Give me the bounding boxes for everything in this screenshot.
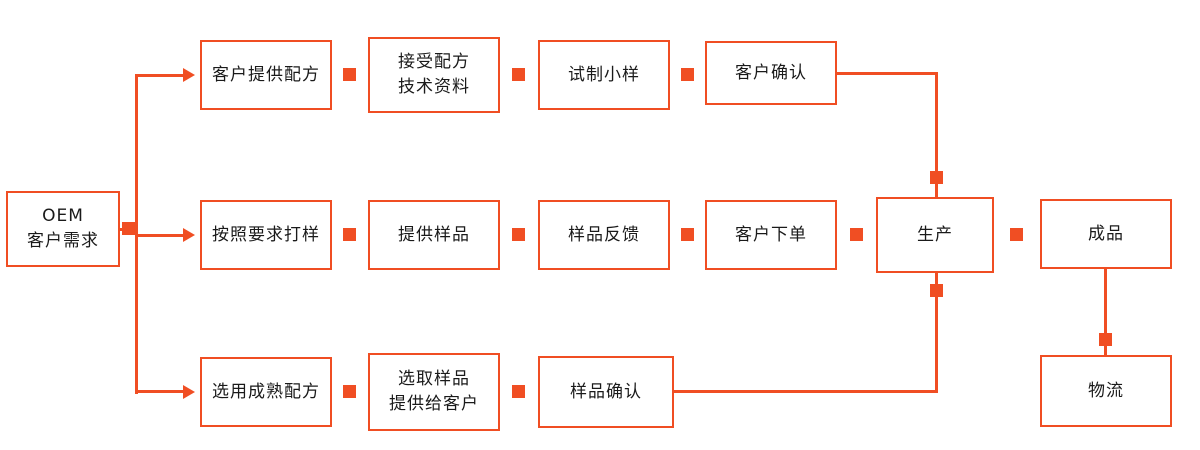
node-label: 客户下单 <box>735 224 807 245</box>
connector-branch-to-top-row <box>137 74 183 77</box>
connector-square <box>122 222 135 235</box>
node-label: 物流 <box>1088 380 1124 401</box>
node-label: OEM 客户需求 <box>27 206 99 251</box>
connector-branch-to-bottom-row <box>137 390 183 393</box>
node-sample-per-requirements: 按照要求打样 <box>200 200 332 270</box>
node-label: 选取样品 提供给客户 <box>389 369 479 414</box>
node-logistics: 物流 <box>1040 355 1172 427</box>
connector-product-to-logistics <box>1104 269 1107 355</box>
connector-square <box>512 68 525 81</box>
node-label: 客户确认 <box>735 62 807 83</box>
connector-square <box>930 284 943 297</box>
node-customer-provides-formula: 客户提供配方 <box>200 40 332 110</box>
connector-square <box>343 228 356 241</box>
node-label: 提供样品 <box>398 224 470 245</box>
connector-square <box>512 228 525 241</box>
connector-sampleconfirm-to-production-vertical <box>935 273 938 393</box>
node-trial-small-sample: 试制小样 <box>538 40 670 110</box>
node-label: 成品 <box>1088 223 1124 244</box>
node-customer-order: 客户下单 <box>705 200 837 270</box>
connector-square <box>850 228 863 241</box>
arrow-right-icon <box>183 385 195 399</box>
node-label: 按照要求打样 <box>212 224 320 245</box>
node-accept-formula-tech-docs: 接受配方 技术资料 <box>368 37 500 113</box>
connector-square <box>512 385 525 398</box>
connector-confirm-to-production-vertical <box>935 72 938 197</box>
connector-sampleconfirm-to-production-horizontal <box>674 390 938 393</box>
node-sample-confirm: 样品确认 <box>538 356 674 428</box>
connector-branch-to-middle-row <box>137 234 183 237</box>
node-oem-customer-demand: OEM 客户需求 <box>6 191 120 267</box>
node-finished-product: 成品 <box>1040 199 1172 269</box>
node-sample-feedback: 样品反馈 <box>538 200 670 270</box>
connector-square <box>343 68 356 81</box>
node-label: 选用成熟配方 <box>212 381 320 402</box>
node-customer-confirm: 客户确认 <box>705 41 837 105</box>
node-select-sample-for-customer: 选取样品 提供给客户 <box>368 353 500 431</box>
node-label: 接受配方 技术资料 <box>398 52 470 97</box>
node-provide-sample: 提供样品 <box>368 200 500 270</box>
connector-branch-vertical <box>135 74 138 394</box>
connector-square <box>930 171 943 184</box>
arrow-right-icon <box>183 228 195 242</box>
node-label: 客户提供配方 <box>212 64 320 85</box>
arrow-right-icon <box>183 68 195 82</box>
connector-confirm-to-production-horizontal <box>837 72 938 75</box>
node-label: 样品反馈 <box>568 224 640 245</box>
connector-square <box>343 385 356 398</box>
node-use-mature-formula: 选用成熟配方 <box>200 357 332 427</box>
connector-square <box>1099 333 1112 346</box>
connector-square <box>681 228 694 241</box>
node-label: 生产 <box>917 224 953 245</box>
node-label: 试制小样 <box>568 64 640 85</box>
connector-square <box>1010 228 1023 241</box>
node-label: 样品确认 <box>570 381 642 402</box>
connector-square <box>681 68 694 81</box>
node-production: 生产 <box>876 197 994 273</box>
